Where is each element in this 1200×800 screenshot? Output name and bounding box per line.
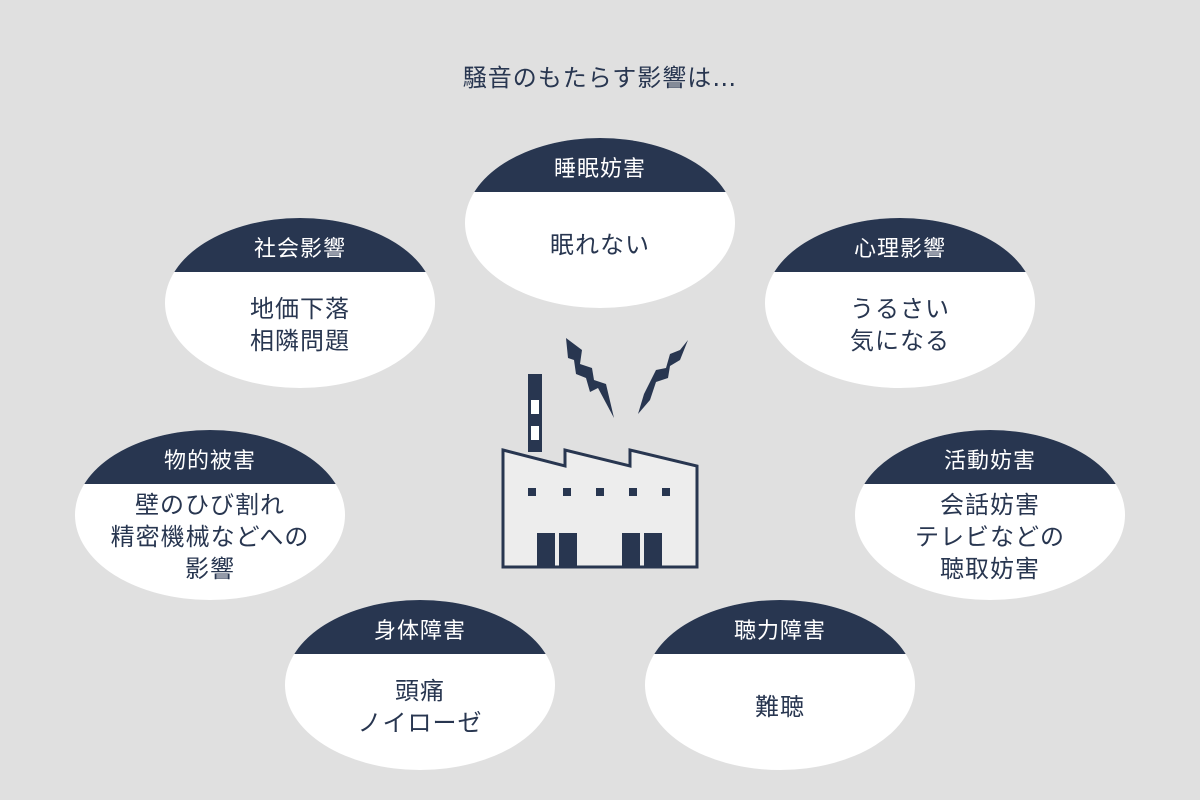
card-line: うるさい	[850, 295, 950, 323]
card-heading: 物的被害	[75, 430, 345, 484]
card-body: 難聴	[645, 654, 915, 770]
factory-icon	[501, 338, 699, 569]
effect-card-activity: 活動妨害 会話妨害 テレビなどの 聴取妨害	[855, 430, 1125, 600]
card-line: 精密機械などへの	[110, 523, 310, 551]
card-line: 影響	[185, 555, 235, 583]
effect-card-physical: 身体障害 頭痛 ノイローゼ	[285, 600, 555, 770]
card-body: 眠れない	[465, 192, 735, 308]
card-heading: 社会影響	[165, 218, 435, 272]
chimney	[528, 374, 542, 452]
effect-card-hearing: 聴力障害 難聴	[645, 600, 915, 770]
card-line: 地価下落	[250, 295, 350, 323]
card-line: 聴取妨害	[940, 555, 1040, 583]
lightning-bolt-icon	[638, 340, 688, 414]
card-line: 相隣問題	[250, 327, 350, 355]
factory-windows	[528, 488, 670, 496]
lightning-bolt-icon	[566, 338, 614, 418]
card-heading: 身体障害	[285, 600, 555, 654]
card-body: 地価下落 相隣問題	[165, 272, 435, 388]
card-heading: 心理影響	[765, 218, 1035, 272]
card-heading: 睡眠妨害	[465, 138, 735, 192]
card-line: 壁のひび割れ	[135, 491, 285, 519]
card-body: 会話妨害 テレビなどの 聴取妨害	[855, 484, 1125, 600]
card-heading: 活動妨害	[855, 430, 1125, 484]
effect-card-mental: 心理影響 うるさい 気になる	[765, 218, 1035, 388]
effect-card-sleep: 睡眠妨害 眠れない	[465, 138, 735, 308]
card-line: テレビなどの	[915, 523, 1065, 551]
card-line: 会話妨害	[940, 491, 1040, 519]
card-line: 眠れない	[550, 231, 650, 259]
card-body: 壁のひび割れ 精密機械などへの 影響	[75, 484, 345, 600]
card-line: 頭痛	[395, 677, 445, 705]
effect-card-social: 社会影響 地価下落 相隣問題	[165, 218, 435, 388]
card-line: 気になる	[850, 327, 950, 355]
effect-card-property: 物的被害 壁のひび割れ 精密機械などへの 影響	[75, 430, 345, 600]
card-body: 頭痛 ノイローゼ	[285, 654, 555, 770]
card-body: うるさい 気になる	[765, 272, 1035, 388]
card-line: ノイローゼ	[357, 709, 483, 737]
factory-building	[501, 448, 699, 569]
factory-doors	[537, 533, 662, 567]
card-heading: 聴力障害	[645, 600, 915, 654]
card-line: 難聴	[755, 693, 805, 721]
diagram-title: 騒音のもたらす影響は…	[462, 64, 738, 92]
